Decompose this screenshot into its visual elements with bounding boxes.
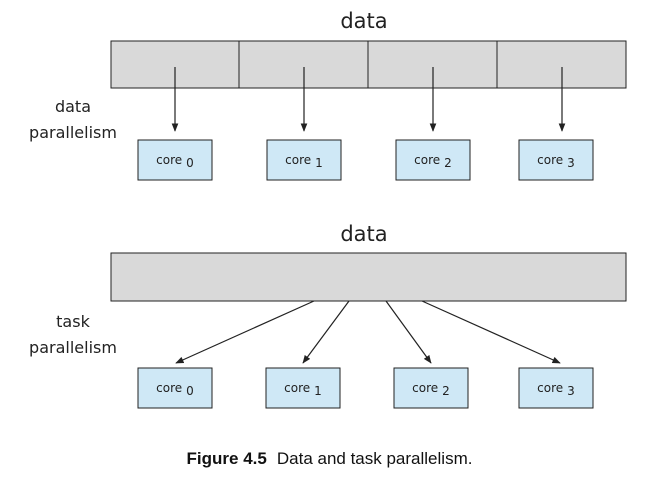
core-index: 0 bbox=[186, 384, 194, 398]
task-core-1: core 1 bbox=[265, 367, 341, 409]
task-core-0: core 0 bbox=[137, 367, 213, 409]
core-index: 2 bbox=[444, 156, 452, 170]
core-index: 0 bbox=[186, 156, 194, 170]
data-core-0: core 0 bbox=[137, 139, 213, 181]
core-label: core bbox=[537, 153, 563, 167]
core-label: core bbox=[284, 381, 310, 395]
data-core-1: core 1 bbox=[266, 139, 342, 181]
core-index: 3 bbox=[567, 156, 575, 170]
core-label: core bbox=[285, 153, 311, 167]
core-label: core bbox=[412, 381, 438, 395]
task-data-block bbox=[110, 252, 627, 302]
task-arrow-1 bbox=[175, 300, 315, 364]
figure-caption-text: Data and task parallelism. bbox=[276, 449, 473, 468]
task-parallelism-label-line2: parallelism bbox=[29, 338, 117, 357]
core-index: 3 bbox=[567, 384, 575, 398]
data-parallelism-label-line1: data bbox=[55, 97, 91, 116]
figure-caption: Figure 4.5 Data and task parallelism. bbox=[0, 449, 659, 469]
core-index: 1 bbox=[314, 384, 322, 398]
core-index: 2 bbox=[442, 384, 450, 398]
core-label: core bbox=[156, 153, 182, 167]
data-core-2: core 2 bbox=[395, 139, 471, 181]
top-data-title: data bbox=[340, 9, 387, 33]
core-index: 1 bbox=[315, 156, 323, 170]
task-arrow-3 bbox=[385, 300, 432, 364]
task-arrow-2 bbox=[302, 300, 350, 364]
data-core-3: core 3 bbox=[518, 139, 594, 181]
data-block-segment-3 bbox=[367, 40, 498, 89]
task-core-2: core 2 bbox=[393, 367, 469, 409]
figure-number: Figure 4.5 bbox=[186, 449, 267, 468]
task-core-3: core 3 bbox=[518, 367, 594, 409]
bottom-data-title: data bbox=[340, 222, 387, 246]
core-label: core bbox=[537, 381, 563, 395]
data-parallelism-label-line2: parallelism bbox=[29, 123, 117, 142]
core-label: core bbox=[414, 153, 440, 167]
task-arrow-4 bbox=[421, 300, 561, 364]
core-label: core bbox=[156, 381, 182, 395]
task-parallelism-label-line1: task bbox=[56, 312, 90, 331]
